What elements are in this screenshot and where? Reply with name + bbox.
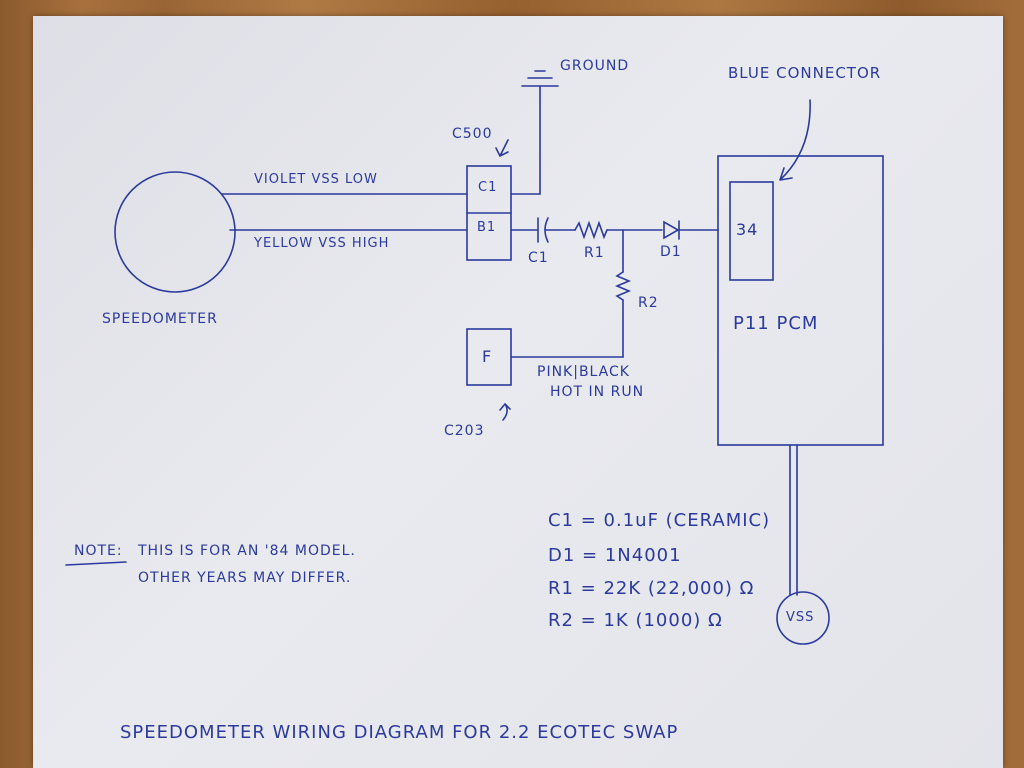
spec-r2: R2 = 1K (1000) Ω (548, 610, 723, 631)
diode-label: D1 (660, 244, 682, 260)
pcm-box (717, 155, 884, 446)
resistor-r2 (614, 271, 632, 301)
speedometer-label: SPEEDOMETER (102, 311, 218, 327)
violet-wire-label: VIOLET VSS LOW (254, 172, 378, 187)
diode-d1 (663, 220, 680, 240)
note-label: NOTE: (74, 543, 123, 559)
c203-label: C203 (444, 423, 485, 439)
c500-label: C500 (452, 126, 493, 142)
yellow-wire-label: YELLOW VSS HIGH (254, 236, 390, 251)
paper-sheet (33, 16, 1003, 768)
speedometer-circle (114, 171, 236, 293)
resistor-r2-label: R2 (638, 295, 659, 311)
pin-b1-label: B1 (477, 220, 497, 235)
ground-label: GROUND (560, 58, 630, 74)
c203-connector (466, 328, 512, 386)
diagram-title: SPEEDOMETER WIRING DIAGRAM FOR 2.2 ECOTE… (120, 722, 679, 743)
spec-c1: C1 = 0.1uF (CERAMIC) (548, 510, 771, 531)
pin-c1-label: C1 (478, 180, 498, 195)
capacitor-label: C1 (528, 250, 549, 266)
vss-label: VSS (786, 610, 815, 625)
spec-r1: R1 = 22K (22,000) Ω (548, 578, 755, 599)
spec-d1: D1 = 1N4001 (548, 545, 682, 566)
capacitor-plate-b (544, 217, 549, 243)
pink-black-label: PINK|BLACK (537, 364, 630, 380)
pin-34-label: 34 (736, 220, 759, 239)
blue-connector-pin (729, 181, 774, 281)
note-line-2: OTHER YEARS MAY DIFFER. (138, 570, 352, 586)
pcm-label: P11 PCM (733, 313, 819, 334)
pin-f-label: F (482, 347, 493, 366)
blue-connector-label: BLUE CONNECTOR (728, 64, 882, 82)
resistor-r1-label: R1 (584, 245, 605, 261)
vss-sensor (776, 591, 830, 645)
resistor-r1 (574, 220, 608, 240)
hot-in-run-label: HOT IN RUN (550, 384, 645, 400)
note-line-1: THIS IS FOR AN '84 MODEL. (138, 543, 356, 559)
